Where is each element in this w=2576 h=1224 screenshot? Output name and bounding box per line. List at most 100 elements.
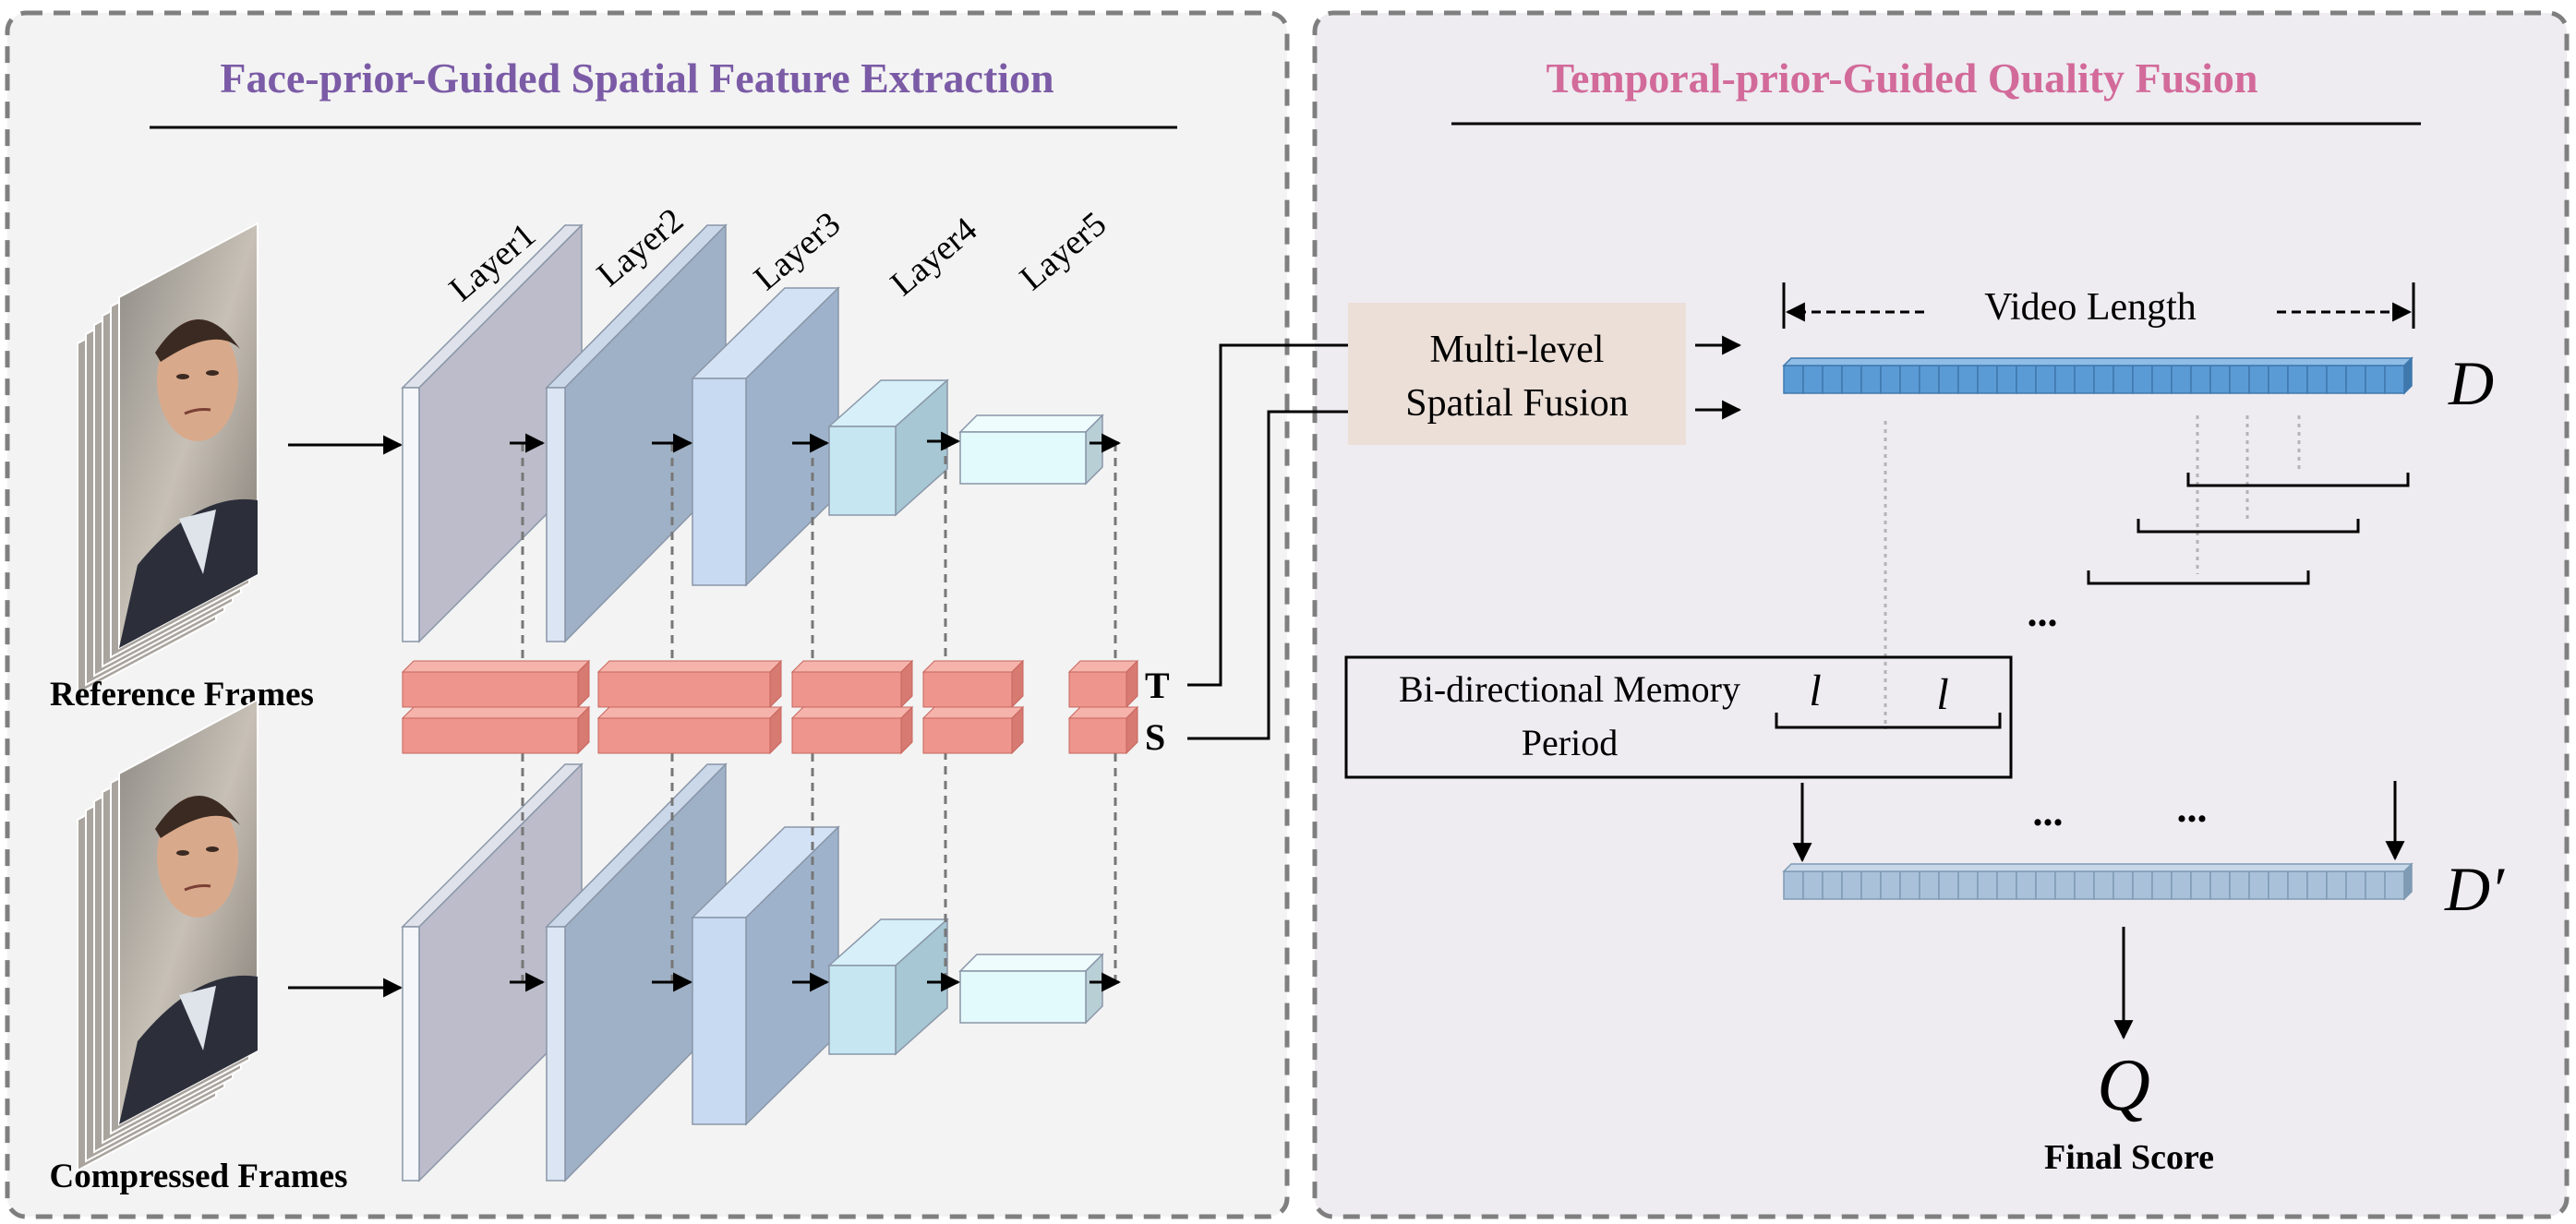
sequence-d-cell — [1880, 365, 1901, 394]
ellipsis-lower-1: ... — [2033, 789, 2064, 834]
sequence-d-cell — [2054, 365, 2076, 394]
layer3-block — [691, 825, 840, 1126]
sequence-d-cell — [1996, 365, 2017, 394]
compressed-frames-stack — [77, 698, 259, 1172]
fusion-line-2: Spatial Fusion — [1405, 382, 1629, 425]
sequence-d-cell — [2248, 365, 2269, 394]
fusion-line-1: Multi-level — [1430, 329, 1605, 371]
sequence-d-cell — [1957, 365, 1979, 394]
sequence-d-cell — [2345, 365, 2366, 394]
t-label: T — [1145, 665, 1170, 706]
t-feature-bar-3 — [790, 659, 914, 709]
multi-level-spatial-fusion-box: Multi-level Spatial Fusion — [1348, 303, 1686, 445]
s-feature-bar-1 — [401, 705, 591, 755]
sequence-d-cell — [2326, 365, 2347, 394]
t-feature-bar-1 — [401, 659, 591, 709]
sequence-d-cell — [2190, 365, 2211, 394]
sequence-d-cell — [2209, 365, 2231, 394]
sequence-d-prime-cell — [2171, 870, 2192, 900]
s-feature-bar-5 — [1067, 705, 1139, 755]
video-length-indicator: Video Length — [1782, 282, 2415, 329]
ellipsis-upper: ... — [2028, 590, 2058, 635]
sequence-d-cell — [2268, 365, 2289, 394]
sequence-d-prime-cell — [1996, 870, 2017, 900]
s-connector — [1187, 410, 1350, 740]
layer4-block — [827, 378, 949, 517]
video-length-label: Video Length — [1984, 286, 2197, 329]
compressed-frames-label: Compressed Frames — [49, 1158, 347, 1195]
sequence-d-prime-cell — [2093, 870, 2114, 900]
sequence-d-prime-cell — [1957, 870, 1979, 900]
q-label: Q — [2097, 1045, 2150, 1126]
sequence-d-cell — [2306, 365, 2328, 394]
temporal-panel-title: Temporal-prior-Guided Quality Fusion — [1546, 54, 2257, 102]
memory-dotted-guides — [1884, 415, 2301, 729]
sequence-d-cell — [1899, 365, 1920, 394]
l-symbol-left: l — [1809, 666, 1821, 715]
sequence-d-prime-cell — [2326, 870, 2347, 900]
s-feature-bars — [401, 705, 1139, 755]
t-feature-bar-5 — [1067, 659, 1139, 709]
sequence-d-prime-cell — [2287, 870, 2308, 900]
sequence-d-cell — [2016, 365, 2037, 394]
sequence-d-prime-cell — [2306, 870, 2328, 900]
ellipsis-lower-2: ... — [2177, 786, 2208, 831]
sequence-d-cell — [1822, 365, 1843, 394]
spatial-panel-title: Face-prior-Guided Spatial Feature Extrac… — [220, 54, 1053, 102]
t-feature-bar-2 — [596, 659, 783, 709]
layer-arrows — [510, 431, 1122, 992]
reference-frames-label: Reference Frames — [50, 676, 314, 714]
sequence-d-prime-cell — [1880, 870, 1901, 900]
sequence-d-prime-cell — [2365, 870, 2386, 900]
sequence-d-prime-cell — [2054, 870, 2076, 900]
sequence-d-cell — [1938, 365, 1959, 394]
l-symbol-right: l — [1936, 670, 1948, 719]
sequence-d-prime-cell — [1977, 870, 1998, 900]
sequence-d-prime-cell — [2113, 870, 2134, 900]
memory-line-2: Period — [1522, 722, 1618, 763]
reference-frame — [118, 222, 259, 650]
sequence-d-cell — [2132, 365, 2153, 394]
sequence-d-prime-cell — [1841, 870, 1862, 900]
sequence-d-prime-cell — [2016, 870, 2037, 900]
layer4-block — [827, 918, 949, 1056]
s-label: S — [1145, 716, 1165, 758]
sequence-d-cell — [2035, 365, 2056, 394]
sequence-d-prime-cell — [1899, 870, 1920, 900]
layer1-block — [401, 223, 584, 643]
sequence-d-prime-cell — [2132, 870, 2153, 900]
sequence-d-cell — [2287, 365, 2308, 394]
compressed-encoder-layers — [401, 762, 1104, 1182]
reference-encoder-layers — [401, 223, 1104, 643]
reference-frames-stack — [77, 222, 259, 696]
memory-line-1: Bi-directional Memory — [1399, 668, 1740, 710]
sequence-d-cell — [1977, 365, 1998, 394]
sliding-window-brackets — [2087, 473, 2410, 585]
sequence-d-prime-cell — [2248, 870, 2269, 900]
sequence-d-prime-cell — [1802, 870, 1824, 900]
sequence-d-cell — [2171, 365, 2192, 394]
s-feature-bar-3 — [790, 705, 914, 755]
sequence-d-cell — [2365, 365, 2386, 394]
sequence-d-cell — [2229, 365, 2250, 394]
sequence-d-cell — [1783, 365, 1804, 394]
sequence-d-cell — [1841, 365, 1862, 394]
layer5-block — [958, 953, 1104, 1025]
sequence-d-prime-cell — [1938, 870, 1959, 900]
sequence-d — [1782, 356, 2413, 395]
sequence-d-prime-cell — [2151, 870, 2173, 900]
sequence-d-prime — [1782, 862, 2413, 901]
sequence-d-prime-cell — [2384, 870, 2405, 900]
sequence-d-prime-cell — [2035, 870, 2056, 900]
spatial-panel: Face-prior-Guided Spatial Feature Extrac… — [5, 10, 1290, 1219]
final-score-label: Final Score — [2044, 1138, 2214, 1177]
t-feature-bar-4 — [921, 659, 1025, 709]
compressed-frame — [118, 698, 259, 1126]
sequence-d-cell — [2093, 365, 2114, 394]
sequence-d-prime-cell — [2229, 870, 2250, 900]
sequence-d-cell — [1919, 365, 1940, 394]
s-feature-bar-4 — [921, 705, 1025, 755]
sequence-d-prime-cell — [1860, 870, 1882, 900]
d-prime-label: D′ — [2444, 854, 2505, 924]
